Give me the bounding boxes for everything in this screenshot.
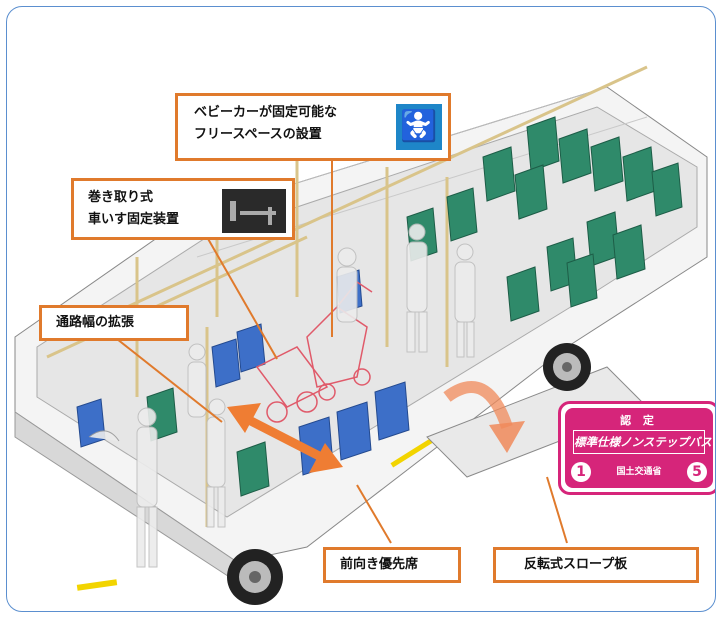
callout-wheelchair-line2: 車いす固定装置 — [88, 212, 180, 227]
handrails — [46, 65, 648, 527]
leader-lines — [116, 157, 568, 544]
stroller-sign-icon: 🚼 — [396, 104, 442, 150]
callout-aisle-label: 通路幅の拡張 — [56, 315, 135, 330]
callout-front-priority-seat: 前向き優先席 — [323, 547, 461, 583]
certification-badge: 認 定 標準仕様ノンステップバス 1 国土交通省 5 — [558, 401, 715, 495]
bus-illustration — [14, 65, 708, 605]
badge-number-right: 5 — [687, 462, 707, 482]
green-seats — [146, 116, 683, 497]
wheels — [227, 343, 591, 605]
ramp-rotation-arrow — [443, 381, 525, 453]
aisle-width-arrow — [227, 403, 343, 473]
securement-device-photo — [222, 189, 286, 233]
badge-title: 標準仕様ノンステップバス — [573, 430, 712, 454]
passenger-silhouettes — [88, 223, 476, 568]
callout-stroller-line1: ベビーカーが固定可能な — [194, 105, 338, 120]
callout-aisle-widening: 通路幅の拡張 — [39, 305, 189, 341]
badge-cert-label: 認 定 — [620, 414, 658, 427]
callout-wheelchair-securement: 巻き取り式 車いす固定装置 — [71, 178, 295, 240]
callout-ramp-label: 反転式スロープ板 — [524, 557, 628, 572]
callout-stroller-line2: フリースペースの設置 — [194, 127, 322, 142]
badge-ministry: 国土交通省 — [616, 467, 662, 477]
badge-number-left: 1 — [571, 462, 591, 482]
callout-stroller-free-space: ベビーカーが固定可能な フリースペースの設置 🚼 — [175, 93, 451, 161]
callout-wheelchair-line1: 巻き取り式 — [88, 190, 154, 205]
diagram-frame: ベビーカーが固定可能な フリースペースの設置 🚼 巻き取り式 車いす固定装置 通… — [6, 6, 716, 612]
callout-front-seat-label: 前向き優先席 — [340, 557, 419, 572]
callout-reversible-ramp: 反転式スロープ板 — [493, 547, 699, 583]
